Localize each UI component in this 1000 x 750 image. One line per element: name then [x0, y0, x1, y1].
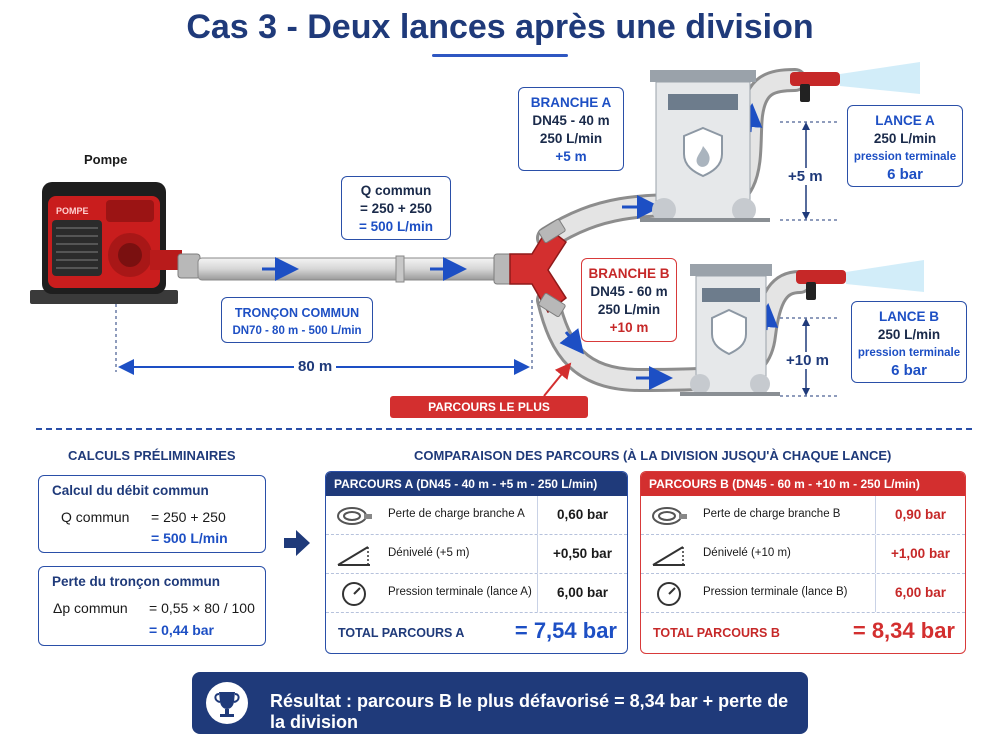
q-common-result: = 500 L/min — [359, 219, 433, 234]
table-row: Pression terminale (lance A) 6,00 bar — [326, 574, 627, 613]
result-text: Résultat : parcours B le plus défavorisé… — [270, 691, 789, 732]
path-a-row1-value: 0,60 bar — [537, 496, 627, 534]
table-row: Pression terminale (lance B) 6,00 bar — [641, 574, 965, 613]
section-divider — [36, 428, 972, 430]
building-b-icon — [680, 264, 780, 396]
hose-icon — [652, 507, 687, 525]
building-a-icon — [640, 70, 770, 222]
path-a-total-label: TOTAL PARCOURS A — [338, 626, 465, 640]
pump-label: Pompe — [84, 152, 128, 167]
branch-b-line1: DN45 - 60 m — [590, 284, 668, 299]
calc-common-flow-eq2: = 500 L/min — [151, 530, 228, 546]
lance-b-pressure-label: pression terminale — [857, 347, 961, 359]
path-a-total-value: = 7,54 bar — [514, 618, 617, 643]
path-b-total-label: TOTAL PARCOURS B — [653, 626, 780, 640]
pump-brand: POMPE — [56, 206, 89, 216]
lance-a-flow: 250 L/min — [873, 131, 937, 146]
branch-a-height: +5 m — [555, 149, 587, 164]
lance-b-pressure: 6 bar — [891, 362, 927, 379]
hose-diagram: POMPE — [30, 62, 924, 397]
path-a-row2-value: +0,50 bar — [537, 535, 627, 573]
branch-b-height-dim: +10 m — [782, 352, 833, 369]
divider-icon — [509, 218, 568, 318]
lance-b-flow: 250 L/min — [877, 327, 941, 342]
trophy-icon — [206, 682, 248, 724]
branch-a-line1: DN45 - 40 m — [532, 113, 610, 128]
branch-a-title: BRANCHE A — [530, 95, 612, 110]
slope-icon — [652, 546, 685, 566]
path-a-row3-value: 6,00 bar — [537, 574, 627, 612]
title-underline — [432, 54, 568, 57]
lance-b-box: LANCE B 250 L/min pression terminale 6 b… — [851, 301, 967, 383]
lance-a-title: LANCE A — [875, 113, 935, 128]
gauge-icon — [657, 582, 681, 606]
lance-a-pressure: 6 bar — [887, 166, 923, 183]
calc-common-loss-eq1: = 0,55 × 80 / 100 — [149, 600, 255, 616]
slope-icon — [337, 546, 370, 566]
table-row: Perte de charge branche B 0,90 bar — [641, 496, 965, 535]
lance-a-pressure-label: pression terminale — [853, 151, 957, 163]
table-row: Dénivelé (+5 m) +0,50 bar — [326, 535, 627, 574]
calc-common-flow-lhs: Q commun — [61, 509, 130, 525]
q-common-formula: = 250 + 250 — [359, 201, 433, 216]
q-common-title: Q commun — [360, 183, 432, 198]
path-b-header: PARCOURS B (DN45 - 60 m - +10 m - 250 L/… — [641, 472, 965, 496]
branch-a-line2: 250 L/min — [539, 131, 603, 146]
path-a-total: TOTAL PARCOURS A = 7,54 bar — [326, 612, 627, 653]
path-b-row2-value: +1,00 bar — [875, 535, 965, 573]
hose-icon — [337, 507, 372, 525]
calc-common-loss-title: Perte du tronçon commun — [52, 574, 221, 589]
branch-b-line2: 250 L/min — [597, 302, 661, 317]
path-b-row1-label: Perte de charge branche B — [703, 508, 841, 520]
path-b-row3-value: 6,00 bar — [875, 574, 965, 612]
path-a-row1-label: Perte de charge branche A — [388, 508, 525, 520]
lance-b-title: LANCE B — [879, 309, 939, 324]
calc-common-flow-title: Calcul du débit commun — [52, 483, 209, 498]
path-a-table: PARCOURS A (DN45 - 40 m - +5 m - 250 L/m… — [325, 471, 628, 654]
path-a-row3-label: Pression terminale (lance A) — [388, 586, 532, 598]
arrow-right-icon — [284, 530, 310, 556]
branch-a-height-dim: +5 m — [784, 168, 827, 185]
calc-common-flow-eq1: = 250 + 250 — [151, 509, 226, 525]
calc-section-title: CALCULS PRÉLIMINAIRES — [68, 448, 236, 463]
branch-b-box: BRANCHE B DN45 - 60 m 250 L/min +10 m — [581, 258, 677, 342]
nozzle-b-icon — [796, 260, 924, 300]
comparison-title: COMPARAISON DES PARCOURS (À LA DIVISION … — [414, 448, 892, 463]
q-common-box: Q commun = 250 + 250 = 500 L/min — [341, 176, 451, 240]
calc-common-loss-lhs: Δp commun — [53, 600, 128, 616]
branch-b-height: +10 m — [609, 320, 649, 335]
path-b-row2-label: Dénivelé (+10 m) — [703, 547, 791, 559]
path-b-total: TOTAL PARCOURS B = 8,34 bar — [641, 612, 965, 653]
common-distance: 80 m — [294, 358, 337, 375]
table-row: Perte de charge branche A 0,60 bar — [326, 496, 627, 535]
path-b-table: PARCOURS B (DN45 - 60 m - +10 m - 250 L/… — [640, 471, 966, 654]
gauge-icon — [342, 582, 366, 606]
lance-a-box: LANCE A 250 L/min pression terminale 6 b… — [847, 105, 963, 187]
worst-path-badge: PARCOURS LE PLUS DÉFAVORISÉ — [390, 396, 588, 436]
branch-a-box: BRANCHE A DN45 - 40 m 250 L/min +5 m — [518, 87, 624, 171]
nozzle-a-icon — [790, 62, 920, 102]
calc-common-flow-box: Calcul du débit commun Q commun = 250 + … — [38, 475, 266, 553]
calc-common-loss-eq2: = 0,44 bar — [149, 622, 214, 638]
branch-b-title: BRANCHE B — [588, 266, 670, 281]
result-banner: Résultat : parcours B le plus défavorisé… — [192, 672, 808, 734]
common-section-detail: DN70 - 80 m - 500 L/min — [232, 325, 362, 337]
common-section-box: TRONÇON COMMUN DN70 - 80 m - 500 L/min — [221, 297, 373, 343]
path-b-row1-value: 0,90 bar — [875, 496, 965, 534]
pump-icon: POMPE — [30, 182, 182, 304]
path-b-row3-label: Pression terminale (lance B) — [703, 586, 848, 598]
path-a-row2-label: Dénivelé (+5 m) — [388, 547, 470, 559]
path-b-total-value: = 8,34 bar — [852, 618, 955, 643]
page-title: Cas 3 - Deux lances après une division — [186, 8, 814, 46]
calc-common-loss-box: Perte du tronçon commun Δp commun = 0,55… — [38, 566, 266, 646]
table-row: Dénivelé (+10 m) +1,00 bar — [641, 535, 965, 574]
path-a-header: PARCOURS A (DN45 - 40 m - +5 m - 250 L/m… — [326, 472, 627, 496]
common-section-title: TRONÇON COMMUN — [234, 306, 360, 320]
